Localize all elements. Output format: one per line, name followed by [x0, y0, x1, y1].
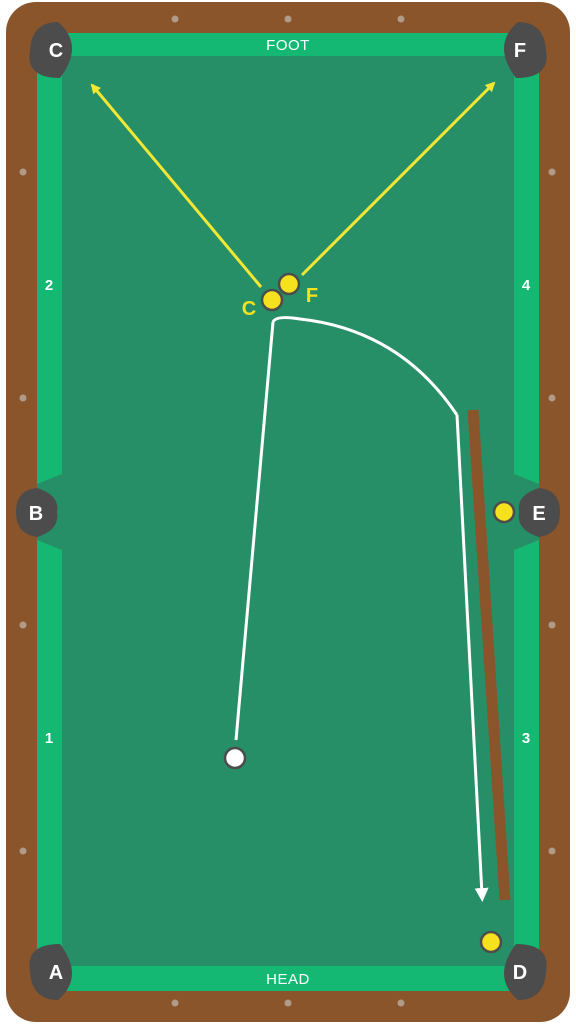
pocket-middle-left: B	[16, 488, 58, 537]
ball-label-f: F	[306, 285, 318, 307]
diamond	[548, 847, 556, 855]
diamond	[284, 15, 292, 23]
pocket-label-d: D	[513, 962, 527, 984]
diamond	[548, 168, 556, 176]
diamond	[548, 394, 556, 402]
diamond	[19, 394, 27, 402]
pocket-label-f: F	[514, 40, 526, 62]
head-rail-label: HEAD	[266, 971, 310, 988]
pocket-label-a: A	[49, 962, 63, 984]
diamond-number-left-lower: 1	[45, 730, 53, 747]
ball-label-c: C	[242, 298, 256, 320]
pocket-top-left: C	[29, 22, 73, 78]
diamond-number-right-upper: 4	[522, 277, 531, 294]
diamond	[397, 15, 405, 23]
diamond	[19, 621, 27, 629]
diamond	[171, 999, 179, 1007]
diamond-number-left-upper: 2	[45, 277, 53, 294]
cue-ball-path-to-d	[455, 414, 489, 902]
cue-ball	[223, 746, 247, 770]
pocket-label-b: B	[29, 503, 43, 525]
foot-rail-label: FOOT	[266, 37, 310, 54]
cue-stick	[467, 409, 511, 901]
pocket-bottom-left: A	[29, 944, 73, 1000]
object-ball-e	[492, 500, 516, 524]
object-ball-c	[260, 288, 284, 312]
pocket-label-c: C	[49, 40, 63, 62]
aim-line-to-c-pocket	[90, 83, 263, 288]
diamond	[284, 999, 292, 1007]
diamond	[548, 621, 556, 629]
pocket-label-e: E	[532, 503, 545, 525]
pocket-top-right: F	[503, 22, 547, 78]
diamond	[397, 999, 405, 1007]
aim-line-to-f-pocket	[300, 81, 496, 277]
object-ball-f	[277, 272, 301, 296]
object-ball-d	[479, 930, 503, 954]
pocket-bottom-right: D	[503, 944, 547, 1000]
table-felt	[62, 56, 514, 966]
diamond	[19, 168, 27, 176]
cue-ball-path	[234, 321, 275, 741]
diamond-number-right-lower: 3	[522, 730, 530, 747]
pocket-middle-right: E	[518, 488, 560, 537]
cue-ball-curve	[271, 316, 459, 416]
diamond	[19, 847, 27, 855]
rail-diamonds	[19, 15, 556, 1007]
diamond	[171, 15, 179, 23]
